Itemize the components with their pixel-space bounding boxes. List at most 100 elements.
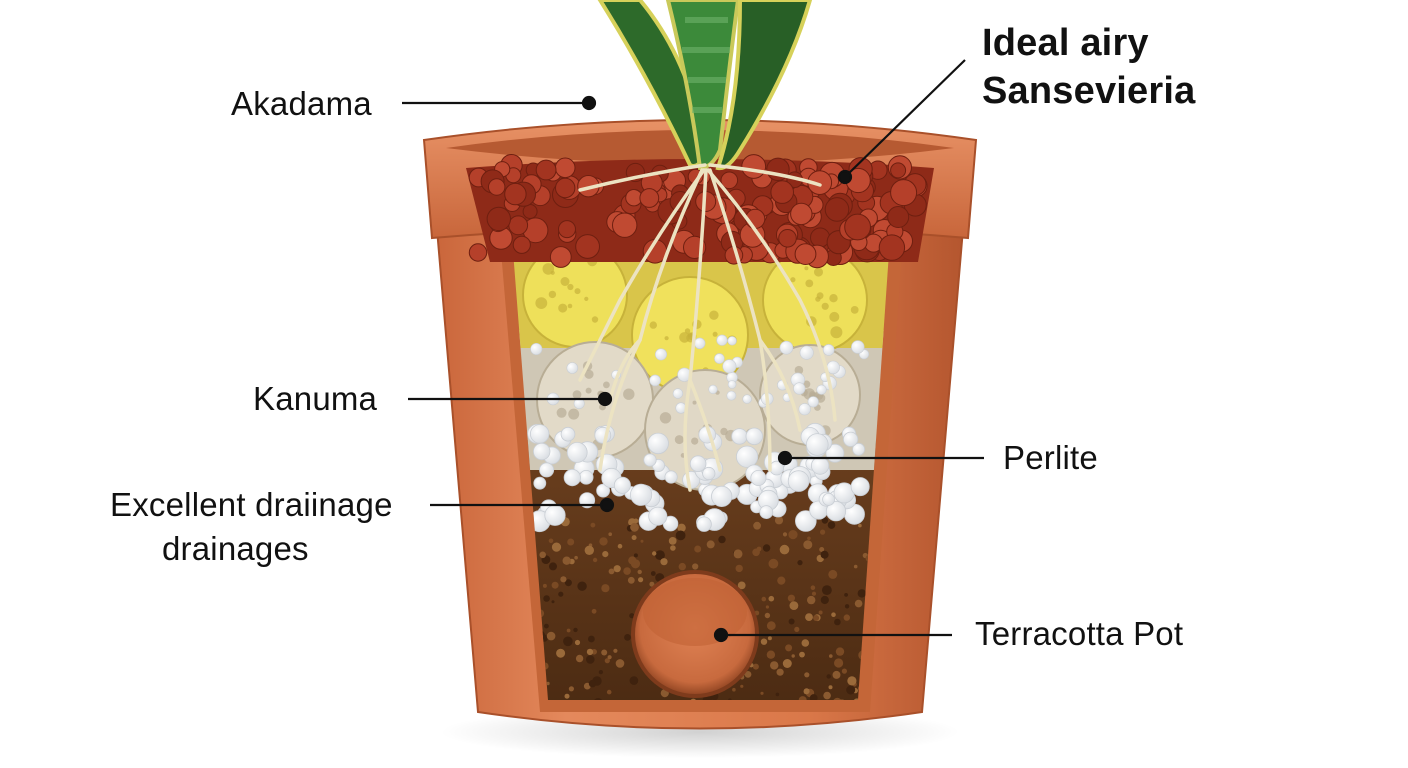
soil-speck: [629, 613, 635, 619]
akadama-granule: [558, 220, 576, 239]
soil-speck: [821, 517, 829, 524]
cutaway-interior: [466, 154, 934, 712]
soil-speck: [733, 549, 743, 559]
soil-speck: [819, 547, 825, 552]
perlite-bead: [851, 340, 865, 354]
soil-speck: [630, 559, 641, 569]
soil-speck: [810, 585, 816, 590]
pumice-chunk-pore: [558, 303, 568, 313]
soil-speck: [546, 681, 550, 686]
diagram-title-line2: Sansevieria: [982, 70, 1196, 112]
perlite-bead: [787, 470, 810, 492]
akadama-label: Akadama: [231, 85, 372, 122]
soil-speck: [631, 679, 638, 685]
pumice-chunk-pore: [804, 266, 809, 271]
perlite-bead: [613, 476, 631, 494]
soil-speck: [551, 542, 562, 552]
soil-speck: [568, 686, 575, 692]
perlite-bead: [727, 380, 737, 389]
drainage-pointer: [599, 497, 615, 513]
soil-speck: [788, 618, 795, 625]
perlite-bead: [648, 506, 668, 526]
kanuma-chunk-pore: [623, 388, 635, 400]
kanuma-chunk-pore: [603, 381, 610, 389]
perlite-bead: [563, 468, 581, 487]
soil-speck: [843, 614, 850, 621]
perlite-bead: [799, 345, 814, 360]
akadama-granule: [468, 243, 488, 262]
soil-speck: [549, 562, 557, 571]
soil-speck: [566, 628, 571, 633]
pumice-chunk-pore: [560, 277, 570, 286]
pumice-chunk-pore: [712, 331, 718, 337]
perlite-bead: [530, 342, 543, 355]
pot-pointer: [713, 627, 729, 643]
akadama-granule: [890, 162, 907, 179]
perlite-bead: [807, 396, 819, 408]
kanuma-chunk-pore: [556, 407, 567, 418]
perlite-bead: [672, 388, 684, 399]
soil-speck: [803, 540, 813, 550]
soil-speck: [574, 639, 581, 646]
pumice-chunk-pore: [829, 294, 838, 303]
soil-speck: [567, 538, 575, 546]
pumice-chunk-pore: [567, 303, 573, 309]
kanuma-chunk-pore: [692, 400, 697, 405]
soil-speck: [542, 583, 547, 588]
soil-speck: [670, 545, 676, 551]
soil-speck: [637, 569, 642, 575]
perlite-bead: [702, 466, 716, 481]
perlite-bead: [566, 362, 579, 374]
akadama-granule: [741, 154, 767, 179]
soil-speck: [767, 636, 772, 641]
perlite-bead: [731, 428, 748, 445]
pumice-chunk-pore: [567, 283, 574, 291]
kanuma-chunk-pore: [572, 390, 582, 399]
soil-speck: [766, 621, 776, 631]
leaf-right: [715, 0, 813, 171]
akadama-granule: [770, 180, 795, 204]
soil-speck: [607, 655, 612, 660]
perlite-bead: [533, 476, 547, 490]
soil-speck: [677, 523, 686, 532]
perlite-bead: [714, 353, 725, 364]
soil-speck: [841, 668, 848, 674]
soil-speck: [615, 659, 625, 668]
perlite-bead: [745, 427, 764, 446]
soil-speck: [601, 584, 610, 593]
perlite-bead: [822, 344, 835, 356]
soil-speck: [668, 537, 677, 545]
akadama-granule: [878, 234, 906, 261]
soil-speck: [779, 544, 790, 555]
sansevieria-leaves: [597, 0, 813, 171]
kanuma-chunk-pore: [720, 427, 728, 436]
kanuma-chunk-pore: [794, 365, 804, 375]
leader-lines: [402, 59, 984, 643]
akadama-granule: [555, 177, 576, 199]
soil-speck: [613, 565, 621, 573]
kanuma-chunk-pore: [691, 437, 699, 445]
soil-speck: [543, 595, 550, 602]
perlite-bead: [544, 504, 566, 526]
perlite-bead: [842, 431, 859, 447]
soil-speck: [732, 687, 736, 692]
pumice-chunk-pore: [821, 302, 829, 310]
akadama-granules: [468, 154, 928, 269]
soil-speck: [660, 558, 668, 566]
soil-speck: [782, 532, 788, 537]
soil-speck: [844, 593, 848, 597]
soil-speck: [858, 523, 862, 528]
soil-speck: [801, 639, 810, 647]
soil-speck: [606, 689, 612, 695]
pumice-chunk-pore: [829, 311, 840, 322]
pumice-chunk-pore: [664, 336, 669, 341]
soil-speck: [820, 529, 826, 535]
akadama-granule: [554, 157, 576, 179]
perlite-bead: [822, 492, 835, 506]
soil-speck: [782, 659, 792, 668]
soil-speck: [591, 608, 597, 614]
akadama-granule: [535, 159, 557, 181]
soil-speck: [692, 563, 699, 570]
perlite-bead: [722, 359, 737, 374]
soil-speck: [573, 627, 578, 633]
